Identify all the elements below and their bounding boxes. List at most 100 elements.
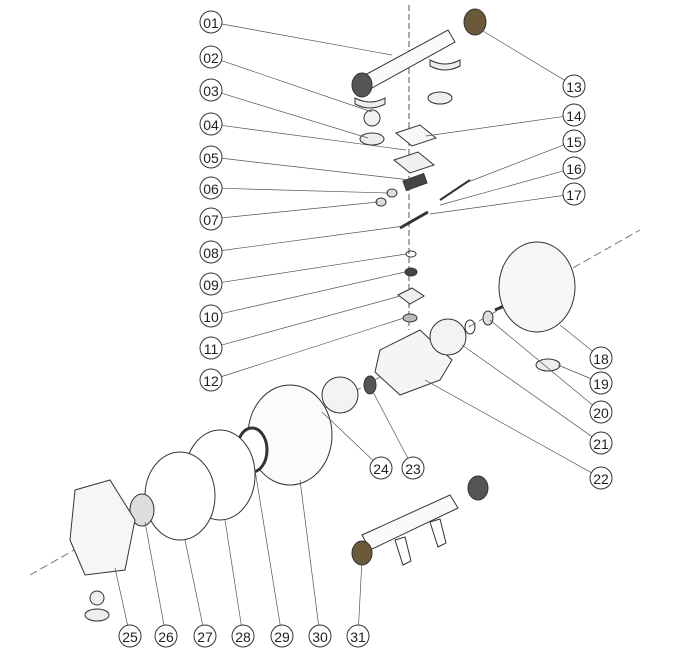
callout-circle [562,156,586,180]
callout-number: 08 [203,245,219,261]
seat-right [427,91,453,105]
bottom-manifold [351,475,489,566]
part-callout-19: 19 [589,371,613,395]
callout-circle [401,456,425,480]
leader-line [221,253,407,283]
callout-number: 14 [566,108,582,124]
leader-line [299,479,319,626]
callout-number: 17 [566,187,582,203]
leader-line [321,411,374,461]
callout-number: 22 [593,471,609,487]
callout-number: 16 [566,161,582,177]
leader-line [477,27,565,81]
callout-number: 02 [203,50,219,66]
air-valve [402,172,428,192]
leader-line [254,469,281,626]
callout-circle [118,624,142,648]
part-callout-08: 08 [199,240,223,264]
callout-number: 06 [203,181,219,197]
callout-number: 29 [274,629,290,645]
callout-number: 19 [593,376,609,392]
part-callout-18: 18 [589,346,613,370]
callout-circle [199,240,223,264]
leader-line [557,364,591,380]
callout-circle [346,624,370,648]
leader-line [221,317,405,377]
callout-circle [589,371,613,395]
inner-plate-left [321,376,359,414]
part-callout-09: 09 [199,272,223,296]
callout-circle [199,10,223,34]
part-callout-13: 13 [562,74,586,98]
outer-chamber-right [498,241,576,333]
callout-circle [199,176,223,200]
leader-line [184,539,204,626]
part-callout-20: 20 [589,400,613,424]
callout-number: 09 [203,277,219,293]
part-callout-14: 14 [562,103,586,127]
callout-number: 07 [203,212,219,228]
part-callout-12: 12 [199,368,223,392]
leader-line [221,157,411,181]
outer-chamber-left [69,479,136,576]
callout-circle [199,112,223,136]
callout-number: 11 [204,341,219,357]
leader-line [114,567,128,626]
part-callout-24: 24 [369,456,393,480]
callout-circle [199,207,223,231]
callout-number: 03 [203,83,219,99]
part-callout-27: 27 [193,624,217,648]
leader-line [224,519,242,626]
callout-number: 12 [203,373,219,389]
part-callout-16: 16 [562,156,586,180]
callout-circle [270,624,294,648]
callout-number: 13 [566,79,582,95]
part-callout-05: 05 [199,145,223,169]
callout-number: 26 [158,629,174,645]
leader-line [221,23,393,56]
callout-number: 23 [405,461,421,477]
leader-line [221,225,405,251]
callout-number: 10 [203,309,219,325]
callout-number: 05 [203,150,219,166]
callout-circle [589,346,613,370]
inner-plate-right [429,318,467,356]
callout-number: 30 [312,629,328,645]
callout-circle [199,78,223,102]
leader-line [221,271,406,314]
callout-circle [562,182,586,206]
callout-circle [589,466,613,490]
callout-circle [199,304,223,328]
callout-circle [193,624,217,648]
part-callout-31: 31 [346,624,370,648]
ball [363,109,381,127]
part-callout-01: 01 [199,10,223,34]
leader-line [489,319,593,406]
callout-number: 01 [203,15,219,31]
part-callout-06: 06 [199,176,223,200]
leader-line [221,60,373,113]
part-callout-23: 23 [401,456,425,480]
callout-circle [199,45,223,69]
callout-number: 20 [593,405,609,421]
part-callout-26: 26 [154,624,178,648]
callout-circle [589,400,613,424]
leader-line [144,521,165,626]
callout-circle [231,624,255,648]
callout-circle [562,74,586,98]
seat [359,132,385,146]
part-callout-29: 29 [270,624,294,648]
part-callout-28: 28 [231,624,255,648]
part-callout-30: 30 [308,624,332,648]
leader-line [425,116,564,137]
cover-plate [394,124,438,147]
part-callout-10: 10 [199,304,223,328]
top-manifold [351,8,487,109]
leader-line [467,144,564,183]
callout-circle [199,336,223,360]
callout-number: 28 [235,629,251,645]
leader-line [221,92,369,139]
part-callout-11: 11 [199,336,223,360]
leader-line [424,379,592,473]
